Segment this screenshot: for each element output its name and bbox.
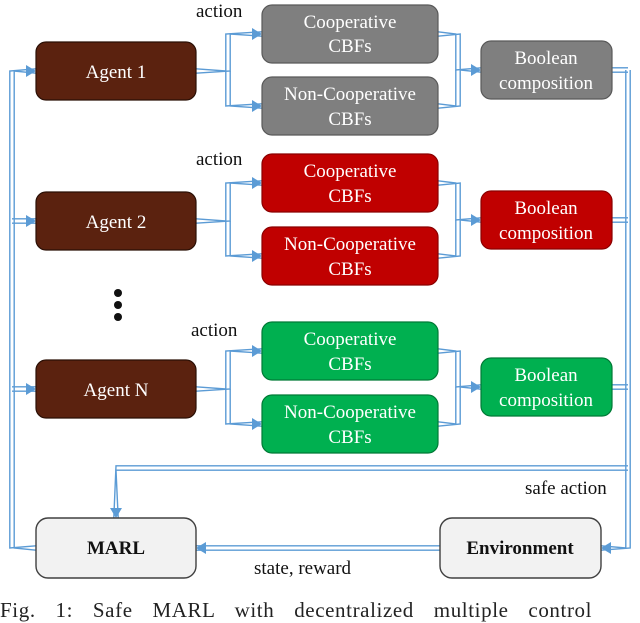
svg-text:CBFs: CBFs (328, 36, 371, 57)
agent-n-box: Agent N (35, 359, 197, 419)
svg-text:Boolean: Boolean (514, 48, 578, 69)
agent-n-label: Agent N (84, 380, 149, 401)
svg-text:Non-Cooperative: Non-Cooperative (284, 234, 416, 255)
svg-text:composition: composition (499, 223, 593, 244)
svg-text:CBFs: CBFs (328, 427, 371, 448)
boolean-composition-box-1: Boolean composition (480, 40, 613, 100)
boolean-composition-box-2: Boolean composition (480, 190, 613, 250)
svg-text:CBFs: CBFs (328, 109, 371, 130)
boolean-composition-box-3: Boolean composition (480, 357, 613, 417)
figure-caption: Fig. 1: Safe MARL with decentralized mul… (0, 598, 593, 622)
agent-2-box: Agent 2 (35, 191, 197, 251)
svg-text:CBFs: CBFs (328, 186, 371, 207)
cooperative-cbfs-box-3: Cooperative CBFs (261, 321, 439, 381)
marl-label: MARL (87, 538, 145, 559)
svg-text:CBFs: CBFs (328, 259, 371, 280)
cooperative-cbfs-box-2: Cooperative CBFs (261, 153, 439, 213)
svg-text:Boolean: Boolean (514, 198, 578, 219)
svg-text:Cooperative: Cooperative (304, 12, 397, 33)
action-label-3: action (191, 320, 238, 341)
svg-text:Cooperative: Cooperative (304, 161, 397, 182)
environment-label: Environment (466, 538, 574, 559)
svg-text:CBFs: CBFs (328, 354, 371, 375)
safe-action-label: safe action (525, 478, 607, 499)
action-label-1: action (196, 1, 243, 22)
svg-text:composition: composition (499, 390, 593, 411)
agent-2-label: Agent 2 (86, 212, 147, 233)
noncooperative-cbfs-box-2: Non-Cooperative CBFs (261, 226, 439, 286)
cooperative-cbfs-box-1: Cooperative CBFs (261, 4, 439, 64)
noncooperative-cbfs-box-3: Non-Cooperative CBFs (261, 394, 439, 454)
marl-box: MARL (35, 517, 197, 579)
action-label-2: action (196, 149, 243, 170)
agent-1-label: Agent 1 (86, 62, 147, 83)
svg-text:composition: composition (499, 73, 593, 94)
ellipsis-dots (114, 289, 122, 321)
svg-text:Non-Cooperative: Non-Cooperative (284, 84, 416, 105)
svg-text:Non-Cooperative: Non-Cooperative (284, 402, 416, 423)
state-reward-label: state, reward (254, 558, 352, 579)
svg-text:Boolean: Boolean (514, 365, 578, 386)
environment-box: Environment (439, 517, 602, 579)
connector-lines (9, 28, 631, 554)
agent-1-box: Agent 1 (35, 41, 197, 101)
svg-text:Cooperative: Cooperative (304, 329, 397, 350)
noncooperative-cbfs-box-1: Non-Cooperative CBFs (261, 76, 439, 136)
